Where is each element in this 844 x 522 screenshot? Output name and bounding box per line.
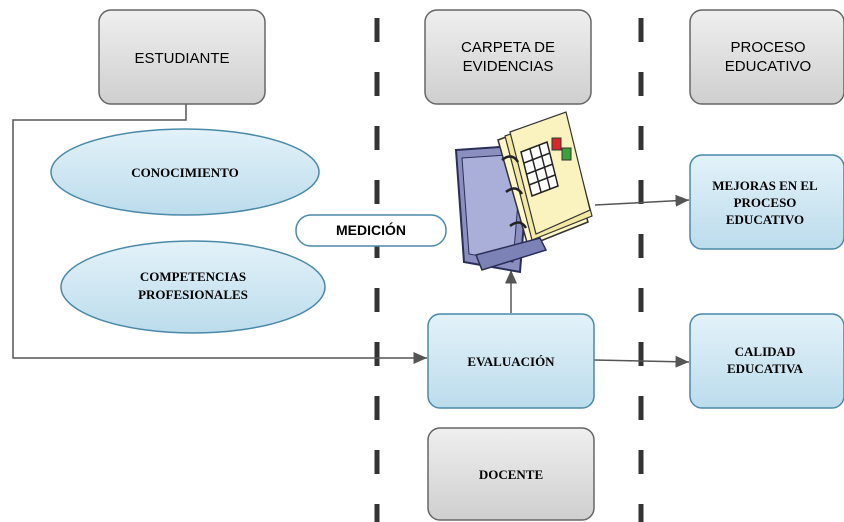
competencias-ellipse: COMPETENCIAS PROFESIONALES <box>60 240 326 334</box>
proceso-label-line2: EDUCATIVO <box>725 58 811 75</box>
evaluacion-box: EVALUACIÓN <box>427 313 595 409</box>
conocimiento-label: CONOCIMIENTO <box>131 165 238 180</box>
binder-folder-icon <box>454 111 593 274</box>
competencias-label-line1: COMPETENCIAS <box>140 269 246 284</box>
estudiante-box: ESTUDIANTE <box>98 9 266 105</box>
docente-box: DOCENTE <box>427 427 595 521</box>
proceso-box: PROCESO EDUCATIVO <box>689 9 844 105</box>
carpeta-label-line1: CARPETA DE <box>461 39 555 56</box>
carpeta-label-line2: EVIDENCIAS <box>463 58 554 75</box>
folder-to-mejoras-arrow <box>594 194 690 207</box>
student-to-evaluation-connector <box>12 104 427 364</box>
calidad-label-line2: EDUCATIVA <box>727 361 804 376</box>
docente-label: DOCENTE <box>479 467 543 482</box>
mejoras-box: MEJORAS EN EL PROCESO EDUCATIVO <box>689 154 844 250</box>
conocimiento-ellipse: CONOCIMIENTO <box>50 128 320 216</box>
medicion-pill: MEDICIÓN <box>295 214 447 247</box>
mejoras-label-line1: MEJORAS EN EL <box>712 178 818 193</box>
proceso-label-line1: PROCESO <box>730 39 805 56</box>
calidad-label-line1: CALIDAD <box>735 344 796 359</box>
calidad-box: CALIDAD EDUCATIVA <box>689 313 844 409</box>
mejoras-label-line2: PROCESO <box>734 195 797 210</box>
estudiante-label: ESTUDIANTE <box>134 50 229 67</box>
carpeta-box: CARPETA DE EVIDENCIAS <box>424 9 592 105</box>
evaluation-to-calidad-arrow <box>593 355 690 368</box>
medicion-label: MEDICIÓN <box>336 221 406 238</box>
mejoras-label-line3: EDUCATIVO <box>726 212 804 227</box>
competencias-label-line2: PROFESIONALES <box>138 287 248 302</box>
evaluacion-label: EVALUACIÓN <box>467 354 555 369</box>
